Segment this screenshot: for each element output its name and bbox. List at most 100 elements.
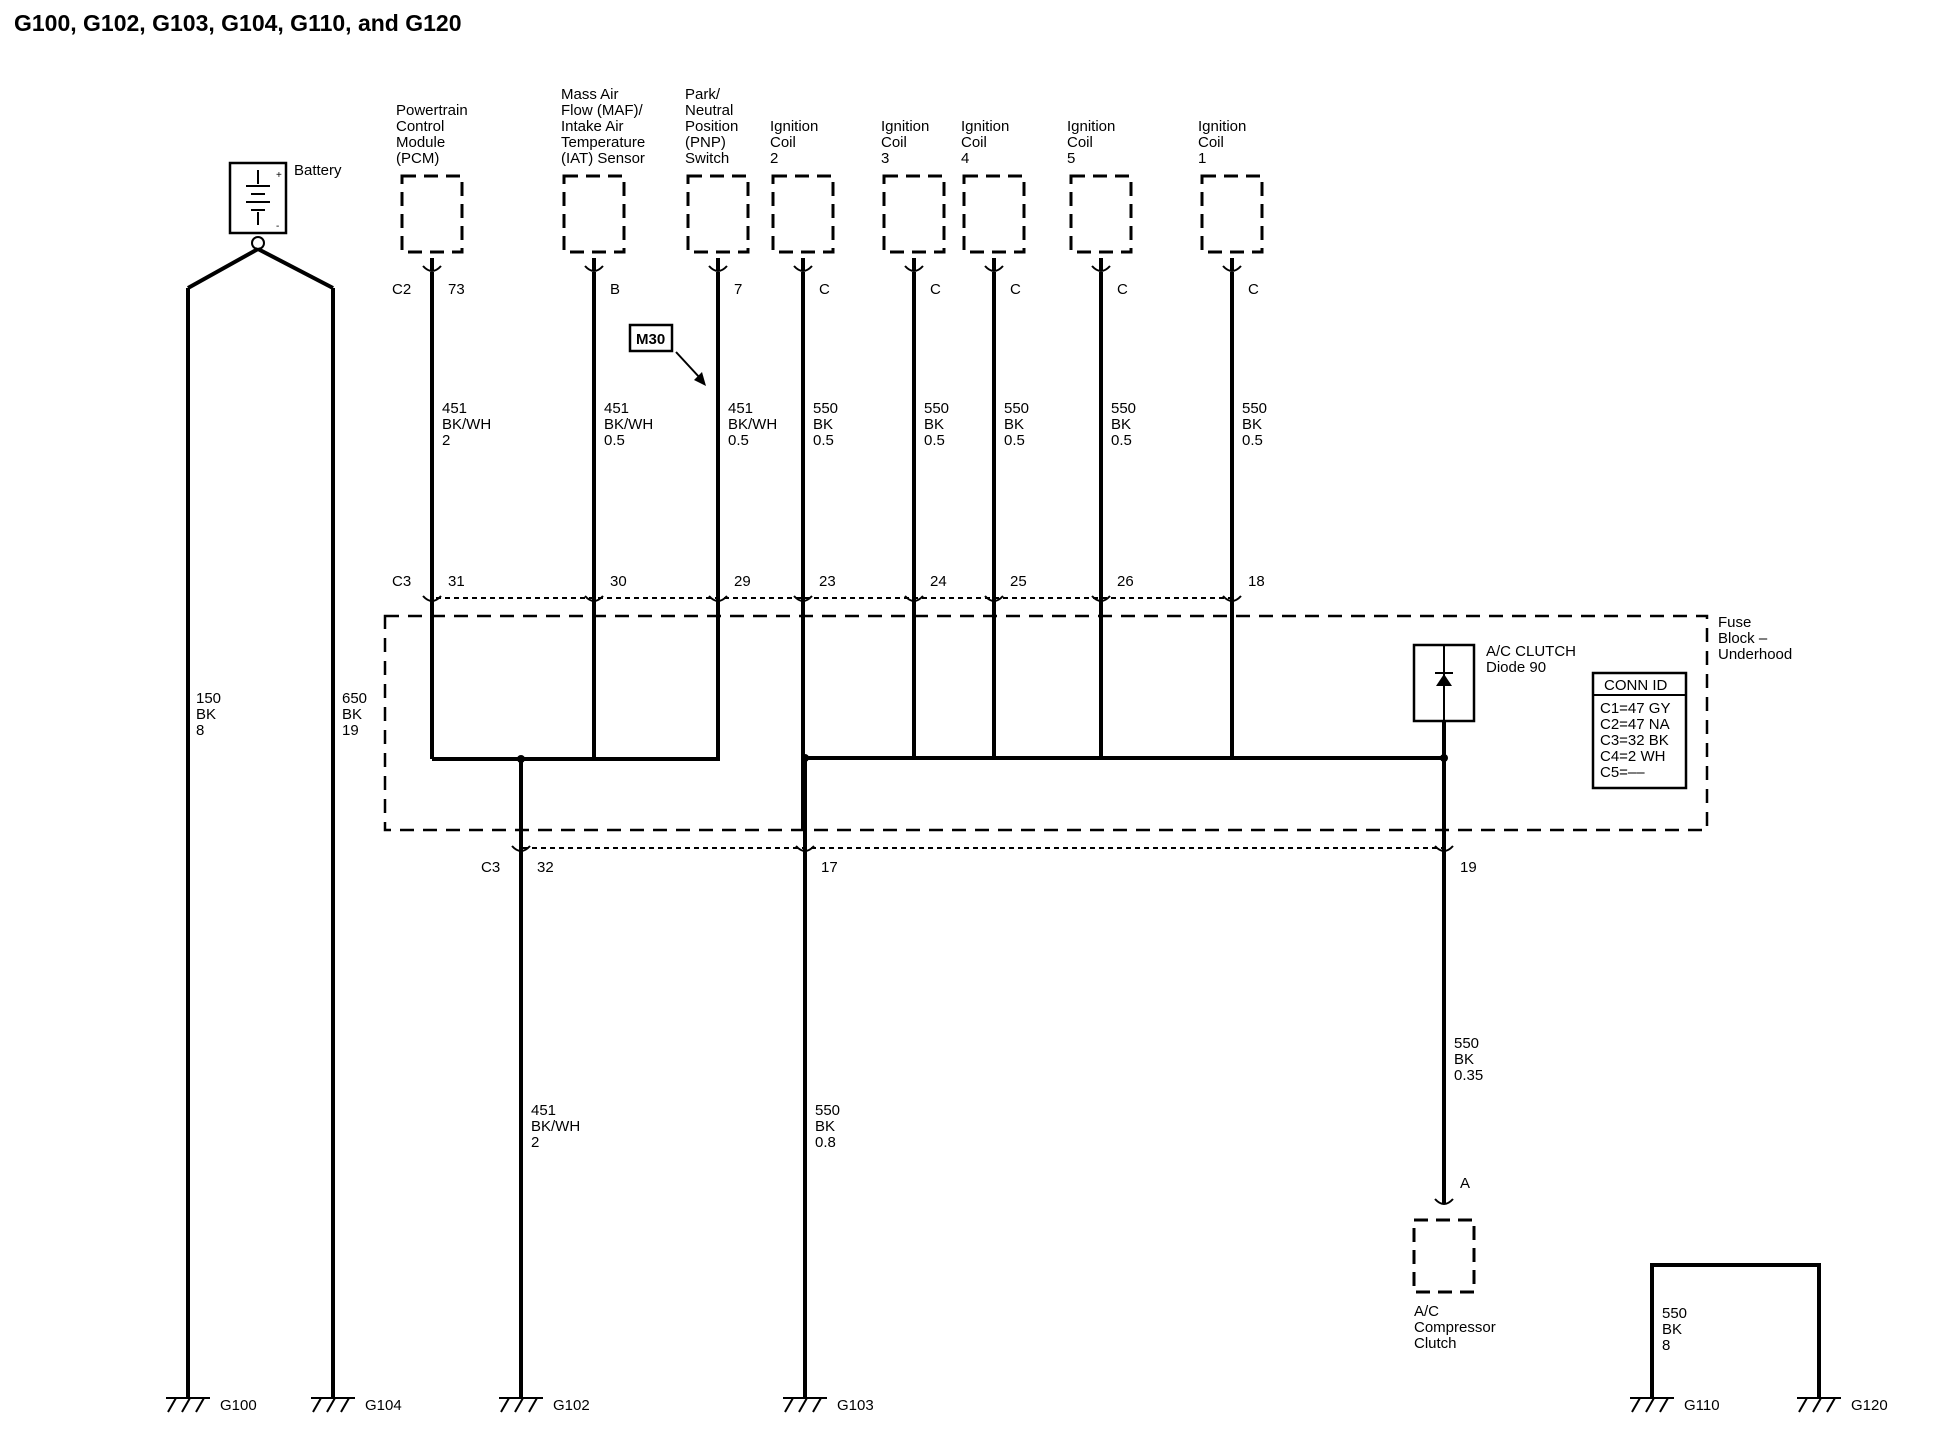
battery-wire-label: 650 BK 19 <box>342 690 371 739</box>
component-box <box>771 174 835 254</box>
fuse-block-outline <box>383 614 1709 832</box>
pin-number: C <box>819 281 830 298</box>
component-box <box>400 174 464 254</box>
pin-number: 73 <box>448 281 465 298</box>
ground-symbol: G103 <box>783 1397 874 1414</box>
battery-wire-label: 150 BK 8 <box>196 690 225 739</box>
ground-symbol: G100 <box>166 1397 257 1414</box>
conn-id-header: CONN ID <box>1604 677 1668 694</box>
battery-symbol: + - <box>187 161 334 290</box>
pin-number: C <box>1248 281 1259 298</box>
component-box <box>962 174 1026 254</box>
compressor-pin: A <box>1460 1175 1470 1192</box>
ground-symbol: G102 <box>499 1397 590 1414</box>
conn-id-row: C2=47 NA <box>1600 716 1670 733</box>
ground-label: G102 <box>553 1397 590 1414</box>
ground-label: G100 <box>220 1397 257 1414</box>
component-box <box>562 174 626 254</box>
component-box <box>1200 174 1264 254</box>
compressor-label: A/C Compressor Clutch <box>1414 1303 1500 1352</box>
connector-id: C3 <box>481 859 500 876</box>
pin-number: 25 <box>1010 573 1027 590</box>
conn-id-row: C1=47 GY <box>1600 700 1670 717</box>
conn-id-row: C4=2 WH <box>1600 748 1665 765</box>
grounds-row: G100 G104 G102 G103 G110 G120 <box>166 1397 1888 1414</box>
ground-symbol: G104 <box>311 1397 402 1414</box>
pin-number: 18 <box>1248 573 1265 590</box>
ground-label: G120 <box>1851 1397 1888 1414</box>
pin-number: C <box>1010 281 1021 298</box>
ground-strap <box>1650 1263 1821 1398</box>
pin-number: 26 <box>1117 573 1134 590</box>
connector-id: C3 <box>392 573 411 590</box>
battery-label: Battery <box>294 162 342 179</box>
conn-id-row: C5=–– <box>1600 764 1645 781</box>
component-box <box>686 174 750 254</box>
component-box <box>1069 174 1133 254</box>
ac-compressor-clutch <box>1412 1218 1476 1294</box>
svg-text:+: + <box>276 170 282 181</box>
diagram-title: G100, G102, G103, G104, G110, and G120 <box>14 10 462 36</box>
pin-number: 30 <box>610 573 627 590</box>
strap-wire-label: 550 BK 8 <box>1662 1305 1691 1354</box>
ground-symbol: G120 <box>1797 1397 1888 1414</box>
pin-number: 23 <box>819 573 836 590</box>
fuse-block-label: Fuse Block – Underhood <box>1718 614 1792 663</box>
svg-text:-: - <box>276 221 279 232</box>
ground-label: G104 <box>365 1397 402 1414</box>
pin-number: C <box>930 281 941 298</box>
pin-number: 24 <box>930 573 947 590</box>
connector-id: C2 <box>392 281 411 298</box>
pin-number: B <box>610 281 620 298</box>
m30-callout: M30 <box>628 323 706 386</box>
m30-tag: M30 <box>636 331 665 348</box>
pin-number: 29 <box>734 573 751 590</box>
component-box <box>882 174 946 254</box>
pin-number: 32 <box>537 859 554 876</box>
pin-number: 19 <box>1460 859 1477 876</box>
ground-label: G103 <box>837 1397 874 1414</box>
pin-number: 31 <box>448 573 465 590</box>
conn-id-row: C3=32 BK <box>1600 732 1669 749</box>
pin-number: 17 <box>821 859 838 876</box>
diode-symbol <box>1412 643 1476 723</box>
pin-number: 7 <box>734 281 742 298</box>
ground-symbol: G110 <box>1630 1397 1720 1414</box>
diode-label: A/C CLUTCH Diode 90 <box>1486 643 1580 676</box>
conn-id-table: CONN ID C1=47 GY C2=47 NA C3=32 BK C4=2 … <box>1591 671 1688 790</box>
ground-label: G110 <box>1684 1397 1720 1414</box>
